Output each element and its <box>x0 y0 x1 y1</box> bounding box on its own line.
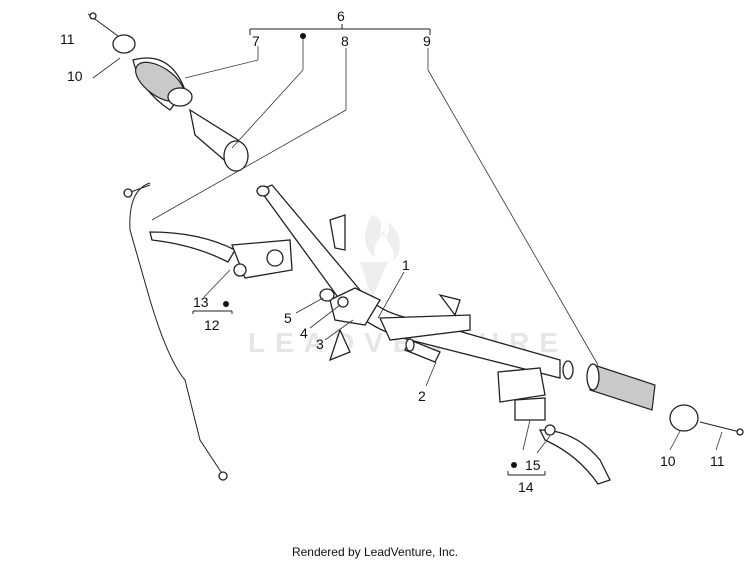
callout-7: 7 <box>252 33 260 49</box>
callout-9: 9 <box>423 33 431 49</box>
callout-11-right: 11 <box>710 453 725 469</box>
callout-15: 15 <box>525 457 541 473</box>
throttle-cable <box>123 182 228 481</box>
callout-12: 12 <box>204 317 220 333</box>
bracket-12 <box>192 310 233 314</box>
leader-lines <box>92 36 723 454</box>
left-brake-lever <box>149 231 293 279</box>
bullet-15 <box>511 462 517 468</box>
callout-1: 1 <box>402 257 410 273</box>
callout-5: 5 <box>284 310 292 326</box>
callout-3: 3 <box>316 336 324 352</box>
callout-14: 14 <box>518 479 534 495</box>
callout-13: 13 <box>193 294 209 310</box>
footer-credit: Rendered by LeadVenture, Inc. <box>291 545 459 559</box>
bracket-14 <box>507 471 546 476</box>
callout-labels: 6 7 8 9 11 10 1 13 12 5 4 3 2 15 14 10 1… <box>60 8 725 495</box>
callout-2: 2 <box>418 388 426 404</box>
bolt-2 <box>404 338 441 363</box>
callout-6: 6 <box>337 8 345 24</box>
callout-10-left: 10 <box>67 68 83 84</box>
bullet-12 <box>223 301 229 307</box>
watermark-flame-icon <box>360 215 400 298</box>
callout-4: 4 <box>300 325 308 341</box>
bullet-markers <box>223 33 517 468</box>
callout-8: 8 <box>341 33 349 49</box>
right-brake-lever <box>497 367 611 485</box>
left-handgrip <box>87 12 249 172</box>
washers <box>319 288 349 308</box>
bracket-6 <box>249 24 431 35</box>
callout-10-right: 10 <box>660 453 676 469</box>
right-handgrip <box>586 363 744 436</box>
bullet-8 <box>300 33 306 39</box>
callout-11-left: 11 <box>60 31 75 47</box>
